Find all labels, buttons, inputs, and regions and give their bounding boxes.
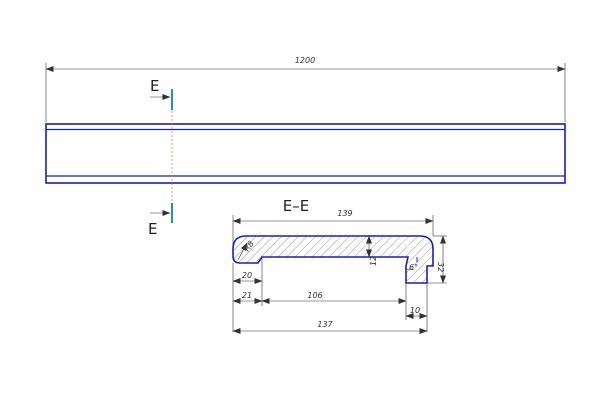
overall-length-label: 1200 xyxy=(295,56,315,65)
section-profile xyxy=(232,235,434,284)
inner-depth-dimension: 12 xyxy=(366,235,378,266)
section-marker-top: E xyxy=(150,77,159,95)
height-right-label: 32 xyxy=(436,262,445,272)
inner-depth-label: 12 xyxy=(369,256,378,266)
dim-106-label: 106 xyxy=(307,291,322,300)
section-width-top-label: 139 xyxy=(337,209,352,218)
dim-10: 10 xyxy=(405,283,428,332)
section-marker-bottom: E xyxy=(148,220,157,238)
section-cut-line: E E xyxy=(148,77,173,238)
section-width-bottom-dimension: 137 xyxy=(232,320,428,334)
section-width-bottom-label: 137 xyxy=(317,320,333,329)
profile-top-view xyxy=(45,123,566,184)
section-title: E–E xyxy=(283,197,309,215)
angle-label: 6° xyxy=(409,263,418,272)
dim-106: 106 xyxy=(261,283,407,320)
dim-21-label: 21 xyxy=(242,291,252,300)
angle-annotation: 6° xyxy=(405,263,418,272)
overall-length-dimension: 1200 xyxy=(45,56,566,122)
dim-10-label: 10 xyxy=(410,306,420,315)
dim-21: 21 xyxy=(232,288,263,332)
dim-20-label: 20 xyxy=(242,271,252,280)
height-right-dimension: 32 xyxy=(427,235,447,284)
dim-20: 20 xyxy=(232,257,263,306)
